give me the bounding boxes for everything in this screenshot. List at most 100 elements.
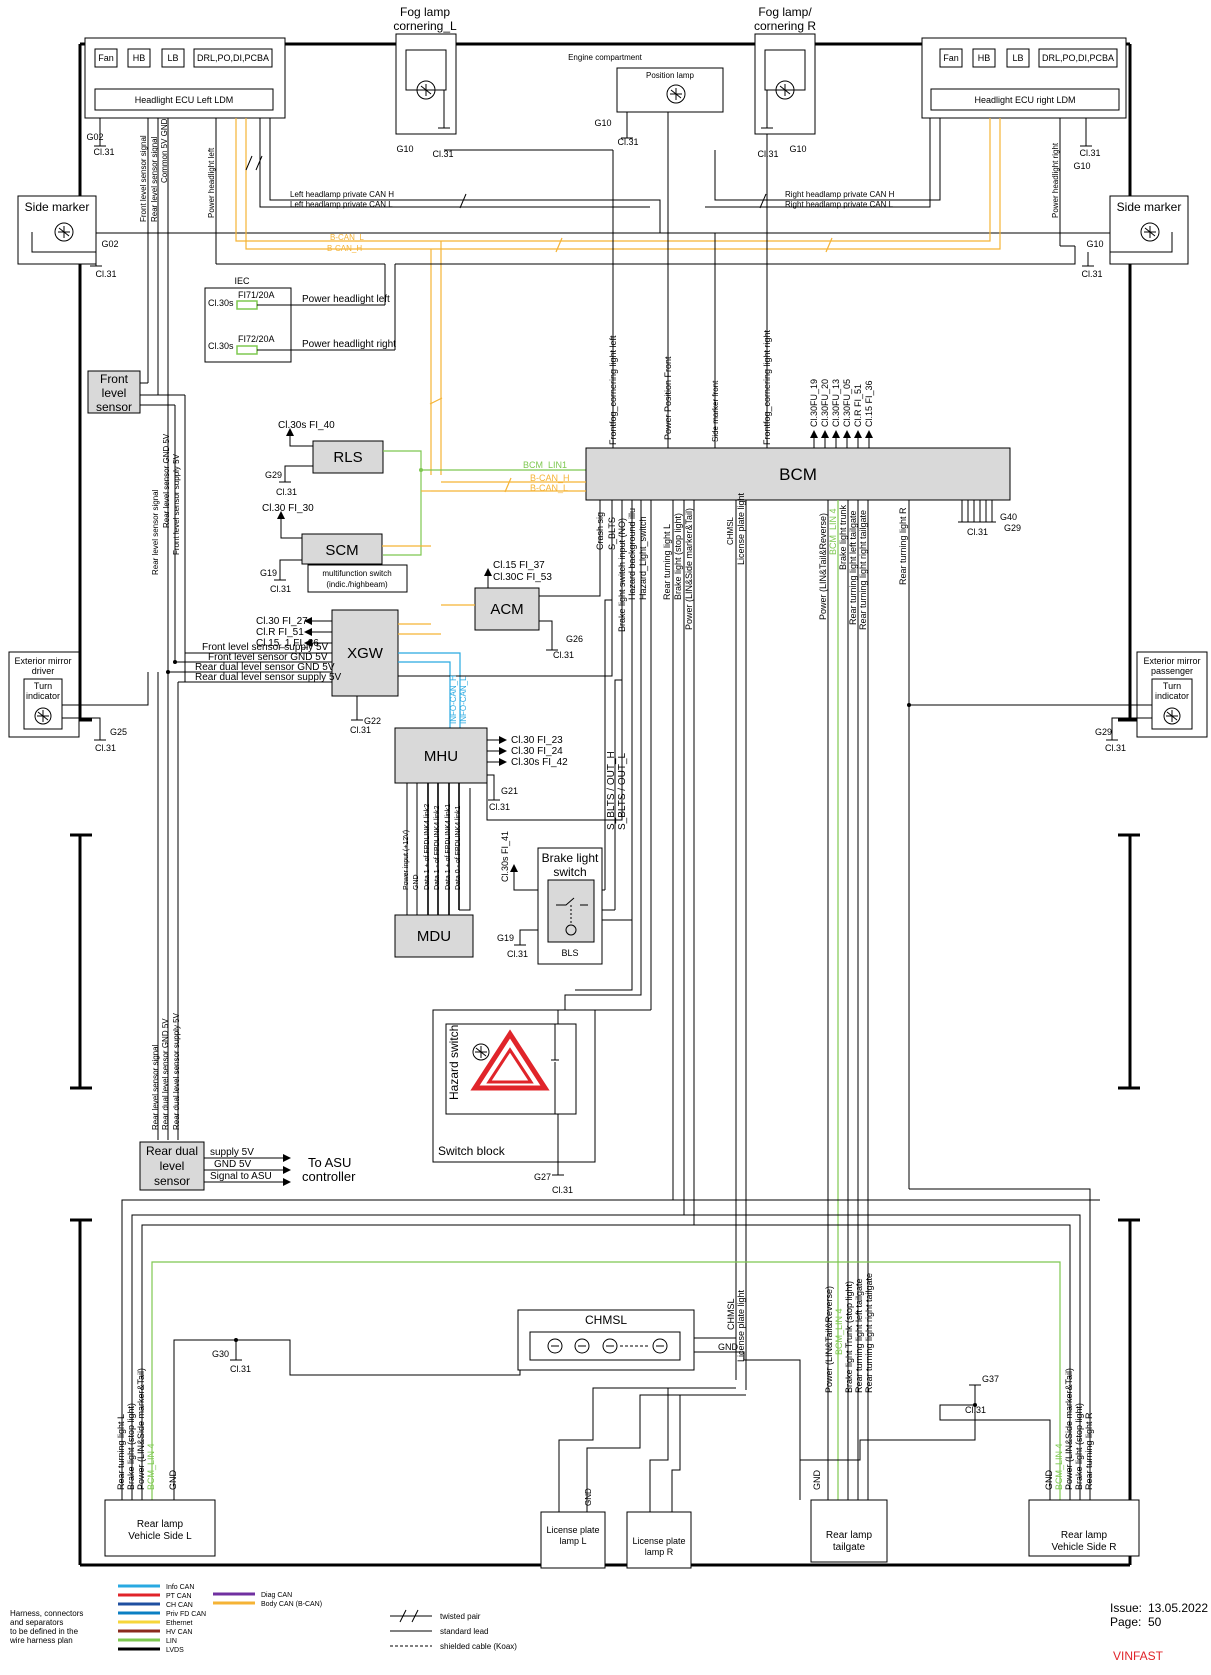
svg-text:Vehicle Side L: Vehicle Side L <box>128 1531 192 1542</box>
svg-text:Side marker: Side marker <box>1117 200 1182 214</box>
pin-hb: HB <box>133 53 146 63</box>
svg-text:Signal to ASU: Signal to ASU <box>210 1171 272 1182</box>
svg-text:BCM_LIN 4: BCM_LIN 4 <box>834 1308 844 1355</box>
legend-label-5: HV CAN <box>166 1629 192 1636</box>
svg-text:GND: GND <box>584 1488 593 1506</box>
svg-text:Power headlight right: Power headlight right <box>1051 142 1060 218</box>
svg-text:Left headlamp private CAN H: Left headlamp private CAN H <box>290 190 394 199</box>
svg-text:lamp L: lamp L <box>559 1536 586 1546</box>
svg-text:Data 1 + of FPDLINK4 link2: Data 1 + of FPDLINK4 link2 <box>424 804 431 890</box>
top-wires: Front level sensor signal Rear level sen… <box>96 118 1110 475</box>
svg-text:Cl.30FU_20: Cl.30FU_20 <box>820 379 830 427</box>
svg-text:MHU: MHU <box>424 748 458 765</box>
svg-text:BCM_LIN 4: BCM_LIN 4 <box>828 508 838 555</box>
svg-text:Hazard switch: Hazard switch <box>447 1025 461 1100</box>
svg-text:BCM_LIN 4: BCM_LIN 4 <box>146 1443 156 1490</box>
svg-text:Rear dual level sensor GND 5V: Rear dual level sensor GND 5V <box>161 1018 170 1130</box>
svg-text:Front: Front <box>100 372 129 386</box>
page-label: Page: <box>1110 1615 1141 1629</box>
svg-text:S_BLTS / OUT_L: S_BLTS / OUT_L <box>617 752 628 830</box>
engine-compartment-label: Engine compartment <box>568 53 643 62</box>
svg-text:and separators: and separators <box>10 1618 63 1627</box>
svg-text:Rear level sensor signal: Rear level sensor signal <box>151 489 160 575</box>
svg-text:indicator: indicator <box>1155 691 1189 701</box>
svg-text:Cl.31: Cl.31 <box>93 147 114 157</box>
brake-light-switch: Brake light switch BLS Cl.30s FI_41 G19 … <box>497 831 632 965</box>
svg-text:Data 1 + of FPDLINK4 link1: Data 1 + of FPDLINK4 link1 <box>445 804 452 890</box>
svg-text:Vehicle Side R: Vehicle Side R <box>1051 1542 1116 1553</box>
svg-text:Frontfog_cornering light left: Frontfog_cornering light left <box>608 335 618 445</box>
svg-text:License plate light: License plate light <box>736 1289 746 1362</box>
svg-text:G29: G29 <box>1095 727 1112 737</box>
svg-text:G40: G40 <box>1000 512 1017 522</box>
mid-left-wires: Rear level sensor signal Rear level sens… <box>151 433 185 1140</box>
svg-text:Power (LIN&Tail&Reverse): Power (LIN&Tail&Reverse) <box>818 513 828 620</box>
svg-text:BLS: BLS <box>561 948 578 958</box>
footer: Issue: 13.05.2022 Page: 50 VINFAST <box>1110 1601 1208 1663</box>
svg-text:G22: G22 <box>364 716 381 726</box>
rear-lamp-tailgate: Rear lamp tailgate <box>810 1499 888 1563</box>
svg-text:supply 5V: supply 5V <box>210 1147 254 1158</box>
fog-lamp-left: Fog lamp cornering_L G10 Cl.31 <box>393 5 457 159</box>
svg-text:Cl.31: Cl.31 <box>965 1405 986 1415</box>
hazard-switch-block: Hazard switch Switch block G27 Cl.31 <box>432 945 651 1195</box>
legend-label-6: LIN <box>166 1638 177 1645</box>
svg-text:Cl.30s FI_40: Cl.30s FI_40 <box>278 420 335 431</box>
license-plate-lamp-left: License plate lamp L GND <box>540 1387 746 1569</box>
svg-text:XGW: XGW <box>347 645 384 662</box>
svg-text:Cl.30s FI_41: Cl.30s FI_41 <box>500 831 510 882</box>
legend-label-4: Ethernet <box>166 1620 193 1627</box>
legend2-label-1: Body CAN (B-CAN) <box>261 1601 322 1608</box>
svg-text:standard lead: standard lead <box>440 1627 488 1636</box>
svg-text:CHMSL: CHMSL <box>585 1313 627 1327</box>
headlight-ecu-right: Fan HB LB DRL,PO,DI,PCBA Headlight ECU r… <box>921 37 1127 119</box>
svg-text:Power (LIN&Side marker&Tail): Power (LIN&Side marker&Tail) <box>684 508 694 630</box>
svg-text:multifunction switch: multifunction switch <box>322 569 391 578</box>
issue-label: Issue: <box>1110 1601 1142 1615</box>
svg-text:G10: G10 <box>789 144 806 154</box>
fog-lamp-right: Fog lamp/ cornering R G10 Cl.31 <box>754 5 816 159</box>
svg-text:Cl.30s FI_42: Cl.30s FI_42 <box>511 757 568 768</box>
svg-text:indicator: indicator <box>26 691 60 701</box>
rls: RLS Cl.30s FI_40 G29 Cl.31 <box>265 420 586 556</box>
svg-text:Cl.31: Cl.31 <box>350 725 371 735</box>
svg-text:FI72/20A: FI72/20A <box>238 334 275 344</box>
svg-text:Brake light Trunk (stop light): Brake light Trunk (stop light) <box>844 1281 854 1393</box>
svg-text:License plate light: License plate light <box>736 492 746 565</box>
svg-text:Cl.31: Cl.31 <box>95 743 116 753</box>
svg-text:Cl.31: Cl.31 <box>95 269 116 279</box>
svg-text:G19: G19 <box>497 933 514 943</box>
svg-text:G10: G10 <box>1086 239 1103 249</box>
svg-text:Power (LIN&Tail&Reverse): Power (LIN&Tail&Reverse) <box>824 1286 834 1393</box>
svg-text:Right headlamp private CAN H: Right headlamp private CAN H <box>785 190 895 199</box>
svg-text:CHMSL: CHMSL <box>726 516 735 545</box>
svg-text:Power Position Front: Power Position Front <box>663 356 673 440</box>
svg-text:Switch block: Switch block <box>438 1144 506 1158</box>
chmsl: CHMSL GND CHMSL License plate light <box>517 1289 747 1390</box>
svg-text:driver: driver <box>32 666 55 676</box>
svg-text:Cl.30 FI_30: Cl.30 FI_30 <box>262 503 314 514</box>
headlight-left-label: Headlight ECU Left LDM <box>135 95 234 105</box>
legend-label-0: Info CAN <box>166 1584 194 1591</box>
svg-text:Hazard_Light_switch: Hazard_Light_switch <box>638 516 648 600</box>
svg-text:Power input (+12V): Power input (+12V) <box>403 830 410 890</box>
svg-text:Cl.31: Cl.31 <box>552 1185 573 1195</box>
svg-text:switch: switch <box>553 865 586 879</box>
issue-date: 13.05.2022 <box>1148 1601 1208 1615</box>
svg-text:G10: G10 <box>1073 161 1090 171</box>
svg-text:G19: G19 <box>260 568 277 578</box>
svg-text:Rear level sensor signal: Rear level sensor signal <box>150 136 159 222</box>
svg-text:G29: G29 <box>1004 523 1021 533</box>
svg-text:G10: G10 <box>396 144 413 154</box>
svg-text:Rear lamp: Rear lamp <box>137 1519 184 1530</box>
svg-text:Cl.31: Cl.31 <box>1105 743 1126 753</box>
svg-text:Position lamp: Position lamp <box>646 71 695 80</box>
headlight-right-label: Headlight ECU right LDM <box>974 95 1075 105</box>
svg-text:Cl.30 FI_23: Cl.30 FI_23 <box>511 735 563 746</box>
svg-text:(indic./highbeam): (indic./highbeam) <box>326 580 388 589</box>
svg-text:Cl.31: Cl.31 <box>489 802 510 812</box>
svg-text:wire harness plan: wire harness plan <box>9 1636 73 1645</box>
svg-text:Cl.30s: Cl.30s <box>208 298 234 308</box>
svg-text:ACM: ACM <box>490 601 523 618</box>
